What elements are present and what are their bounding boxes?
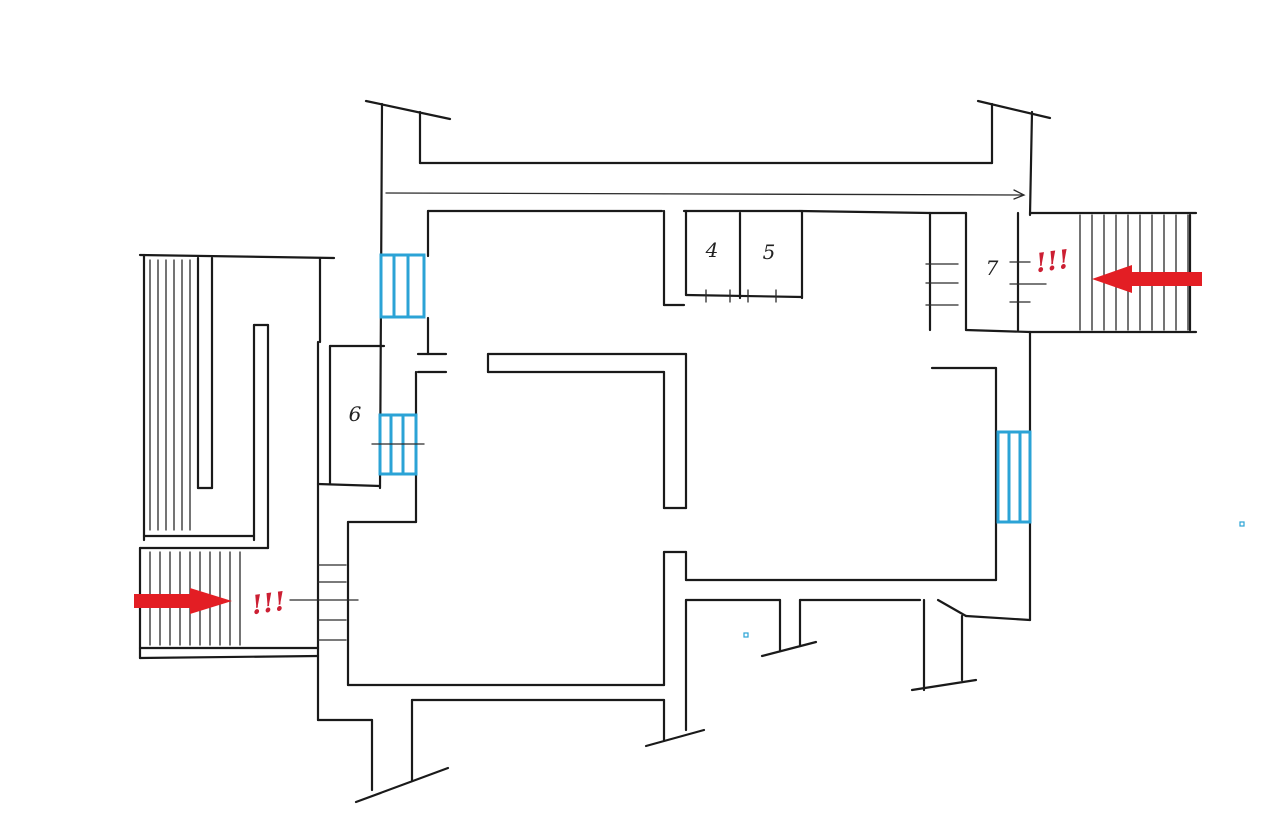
left-stairs: [138, 253, 336, 660]
right-entrance-mark: !!!: [1034, 245, 1072, 279]
stray-mark: [1239, 521, 1245, 527]
left-walls: 6: [289, 340, 450, 804]
window-room-6: [371, 413, 425, 476]
left-entrance-arrow: [134, 588, 232, 614]
room-6-label: 6: [349, 402, 362, 426]
stray-mark: [743, 632, 749, 638]
outer-walls: [364, 99, 1052, 490]
right-walls: [684, 330, 1032, 692]
window-top-left: [379, 253, 426, 319]
central-walls: [346, 352, 706, 748]
room-4-label: 4: [705, 238, 719, 262]
room-5-label: 5: [763, 240, 776, 264]
rooms-4-5: 4 5: [662, 209, 804, 307]
right-entrance-block: 7: [925, 211, 1198, 370]
room-7-label: 7: [986, 256, 999, 280]
window-right: [996, 430, 1032, 524]
left-entrance-mark: !!!: [250, 587, 288, 621]
right-entrance-arrow: [1092, 265, 1202, 293]
